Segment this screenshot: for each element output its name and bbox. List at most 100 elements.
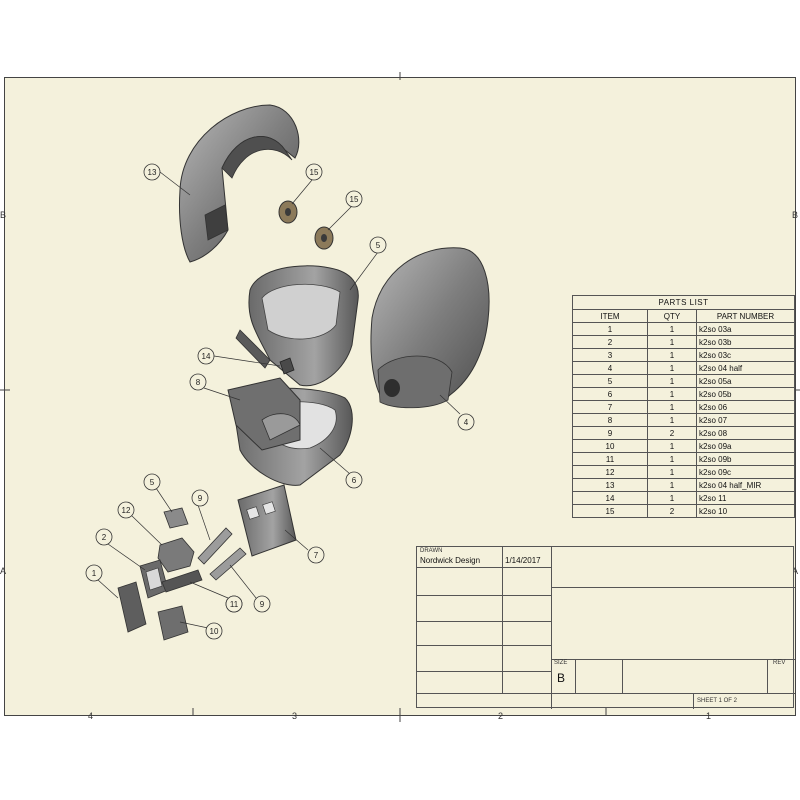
item-number: 9 bbox=[572, 426, 648, 440]
zone-label-4: 4 bbox=[88, 711, 94, 721]
item-number: 12 bbox=[572, 465, 648, 479]
part-number: k2so 04 half_MIR bbox=[696, 478, 795, 492]
item-number: 11 bbox=[572, 452, 648, 466]
item-balloon: 5 bbox=[143, 473, 161, 491]
item-balloon: 13 bbox=[143, 163, 161, 181]
quantity: 1 bbox=[647, 348, 697, 362]
quantity: 1 bbox=[647, 439, 697, 453]
part-number: k2so 05a bbox=[696, 374, 795, 388]
quantity: 1 bbox=[647, 387, 697, 401]
balloon-number: 1 bbox=[92, 569, 97, 578]
balloon-number: 9 bbox=[260, 600, 265, 609]
part-number: k2so 10 bbox=[696, 504, 795, 518]
quantity: 2 bbox=[647, 426, 697, 440]
part-number: k2so 03b bbox=[696, 335, 795, 349]
quantity: 1 bbox=[647, 491, 697, 505]
part-15-washer bbox=[278, 200, 298, 224]
zone-label-3: 3 bbox=[292, 711, 298, 721]
item-balloon: 14 bbox=[197, 347, 215, 365]
item-balloon: 4 bbox=[457, 413, 475, 431]
item-number: 4 bbox=[572, 361, 648, 375]
item-number: 15 bbox=[572, 504, 648, 518]
part-12-housing bbox=[157, 537, 195, 573]
part-number: k2so 03c bbox=[696, 348, 795, 362]
part-number: k2so 09b bbox=[696, 452, 795, 466]
part-number: k2so 07 bbox=[696, 413, 795, 427]
zone-label-1: 1 bbox=[706, 711, 712, 721]
item-balloon: 9 bbox=[253, 595, 271, 613]
balloon-number: 10 bbox=[210, 627, 219, 636]
balloon-number: 15 bbox=[350, 195, 359, 204]
item-number: 10 bbox=[572, 439, 648, 453]
item-balloon: 15 bbox=[345, 190, 363, 208]
item-number: 3 bbox=[572, 348, 648, 362]
quantity: 1 bbox=[647, 478, 697, 492]
balloon-number: 5 bbox=[150, 478, 155, 487]
item-number: 13 bbox=[572, 478, 648, 492]
part-number: k2so 05b bbox=[696, 387, 795, 401]
part-5-collar bbox=[235, 265, 359, 387]
zone-label-2: 2 bbox=[498, 711, 504, 721]
sheet-number: SHEET 1 OF 2 bbox=[697, 698, 737, 704]
zone-label-left-a: A bbox=[0, 566, 7, 576]
quantity: 1 bbox=[647, 361, 697, 375]
part-7-mount bbox=[237, 484, 297, 557]
part-10-cover bbox=[157, 605, 189, 641]
item-number: 2 bbox=[572, 335, 648, 349]
balloon-number: 13 bbox=[148, 168, 157, 177]
part-number: k2so 04 half bbox=[696, 361, 795, 375]
item-balloon: 5 bbox=[369, 236, 387, 254]
item-balloon: 1 bbox=[85, 564, 103, 582]
drawn-label: DRAWN bbox=[420, 548, 443, 554]
item-number: 5 bbox=[572, 374, 648, 388]
parts-list-title: PARTS LIST bbox=[572, 295, 795, 310]
quantity: 1 bbox=[647, 374, 697, 388]
header-qty: QTY bbox=[647, 309, 697, 323]
item-balloon: 9 bbox=[191, 489, 209, 507]
part-number: k2so 09a bbox=[696, 439, 795, 453]
header-item: ITEM bbox=[572, 309, 648, 323]
part-number: k2so 11 bbox=[696, 491, 795, 505]
item-balloon: 15 bbox=[305, 163, 323, 181]
drawn-date: 1/14/2017 bbox=[505, 556, 541, 565]
part-number: k2so 06 bbox=[696, 400, 795, 414]
part-4-elbow-cap bbox=[370, 247, 490, 409]
part-3-cap bbox=[163, 507, 189, 529]
quantity: 1 bbox=[647, 322, 697, 336]
balloon-number: 6 bbox=[352, 476, 357, 485]
quantity: 2 bbox=[647, 504, 697, 518]
balloon-number: 8 bbox=[196, 378, 201, 387]
quantity: 1 bbox=[647, 465, 697, 479]
part-number: k2so 09c bbox=[696, 465, 795, 479]
zone-label-left-b: B bbox=[0, 210, 7, 220]
balloon-number: 14 bbox=[202, 352, 211, 361]
zone-label-right-a: A bbox=[792, 566, 799, 576]
part-9-pin bbox=[197, 527, 233, 565]
balloon-number: 4 bbox=[464, 418, 469, 427]
part-13-half-shell bbox=[179, 104, 300, 263]
item-balloon: 11 bbox=[225, 595, 243, 613]
balloon-number: 9 bbox=[198, 494, 203, 503]
header-part-number: PART NUMBER bbox=[696, 309, 795, 323]
sheet-size: B bbox=[557, 671, 566, 685]
item-balloon: 7 bbox=[307, 546, 325, 564]
size-label: SIZE bbox=[554, 660, 568, 666]
part-2-frame bbox=[139, 559, 169, 599]
part-11-slider bbox=[161, 569, 203, 593]
quantity: 1 bbox=[647, 400, 697, 414]
item-balloon: 6 bbox=[345, 471, 363, 489]
item-number: 14 bbox=[572, 491, 648, 505]
